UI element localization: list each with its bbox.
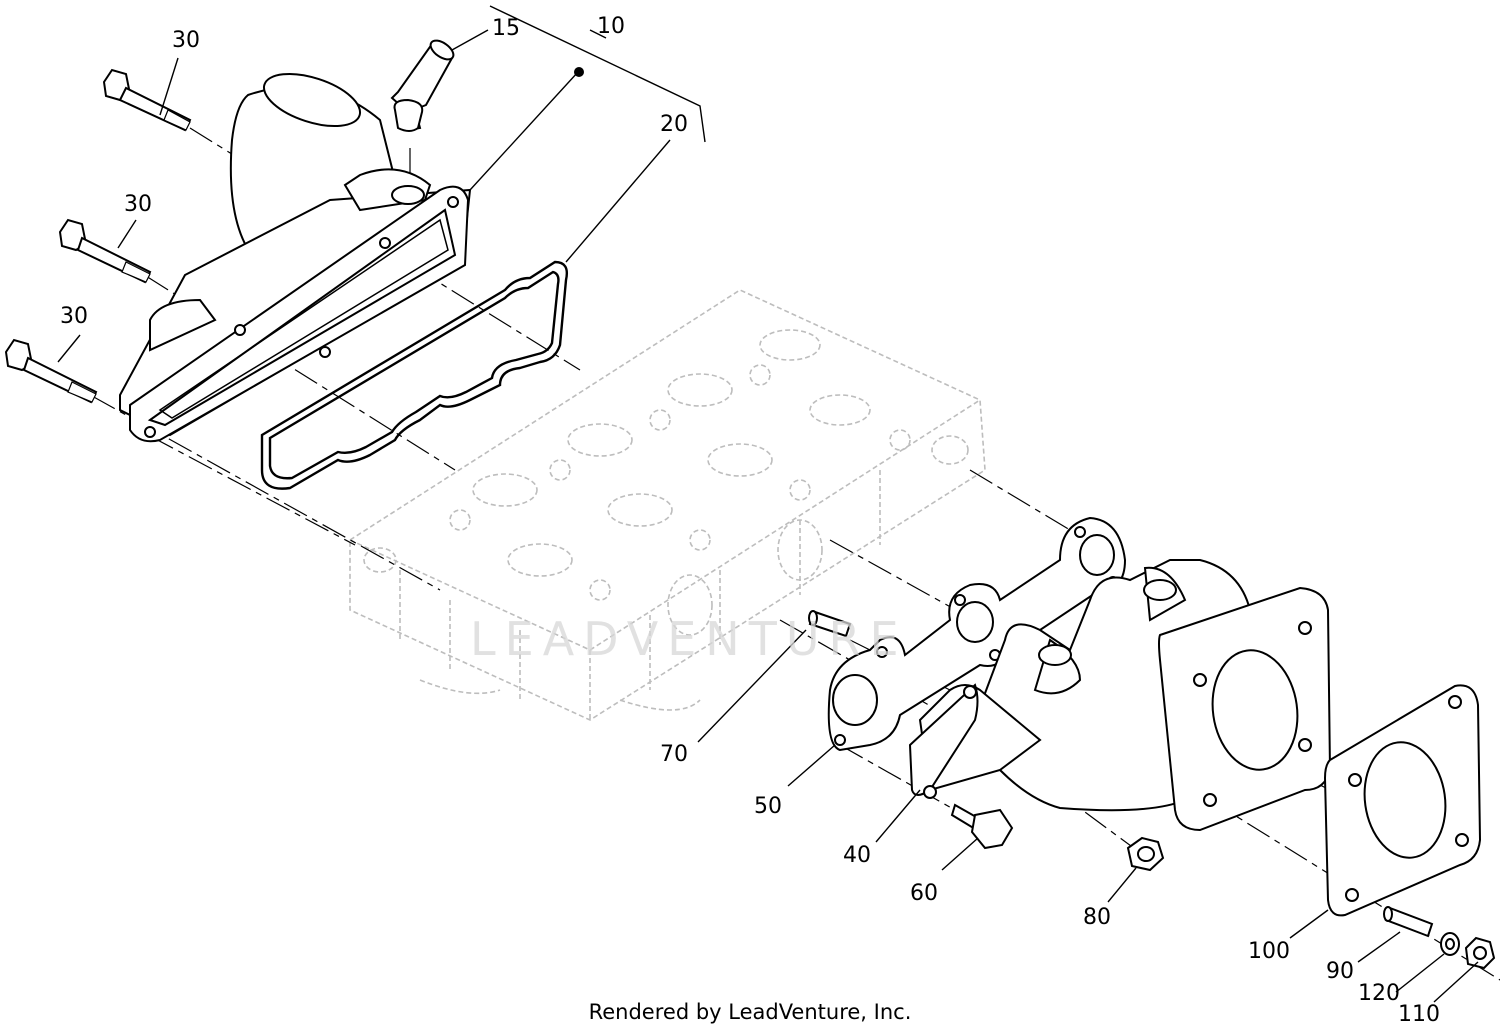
callout-15: 15 <box>492 16 520 41</box>
watermark-logo: LEADVENTURE <box>470 612 908 666</box>
bolt-30-lower <box>4 338 98 404</box>
callout-100: 100 <box>1248 939 1290 964</box>
callout-120: 120 <box>1358 981 1400 1006</box>
bolt-30-middle <box>58 218 152 284</box>
callout-30-lower: 30 <box>60 304 88 329</box>
washer-120 <box>1440 932 1460 956</box>
callout-60: 60 <box>910 881 938 906</box>
callout-50: 50 <box>754 794 782 819</box>
stud-90 <box>1383 906 1434 938</box>
water-outlet-housing <box>119 72 472 443</box>
callout-110: 110 <box>1398 1002 1440 1027</box>
callout-20: 20 <box>660 112 688 137</box>
cylinder-head-ghost <box>349 289 986 721</box>
reference-dot <box>574 67 584 77</box>
callout-80: 80 <box>1083 905 1111 930</box>
exhaust-manifold <box>908 559 1332 832</box>
nut-80 <box>1126 836 1165 872</box>
bolt-30-upper <box>102 68 192 132</box>
callout-70: 70 <box>660 742 688 767</box>
callout-30-middle: 30 <box>124 192 152 217</box>
elbow-fitting <box>390 39 455 132</box>
callout-90: 90 <box>1326 959 1354 984</box>
bolt-60 <box>950 803 1014 850</box>
exhaust-manifold-gasket <box>827 516 1127 752</box>
render-credit: Rendered by LeadVenture, Inc. <box>588 1000 912 1024</box>
callout-40: 40 <box>843 843 871 868</box>
stud-70 <box>808 610 852 638</box>
callout-30-upper: 30 <box>172 28 200 53</box>
nut-110 <box>1464 936 1496 970</box>
callout-10: 10 <box>597 14 625 39</box>
callout-leaders <box>57 5 1479 1003</box>
housing-gasket <box>260 260 569 490</box>
outlet-gasket <box>1323 684 1482 917</box>
